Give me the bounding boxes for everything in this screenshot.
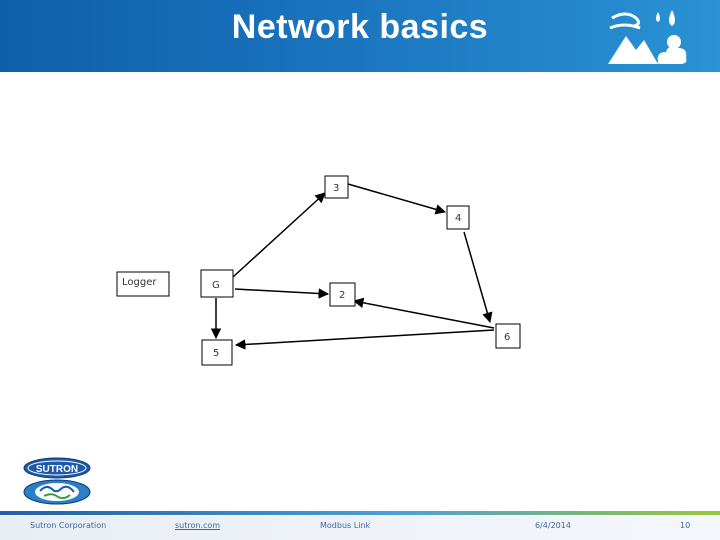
node-6-label: 6 [504, 332, 510, 343]
footer: Sutron Corporation sutron.com Modbus Lin… [0, 516, 720, 540]
edge-g-2 [234, 288, 330, 299]
node-5-label: 5 [213, 348, 219, 359]
edge-3-4 [347, 183, 447, 215]
footer-website-link[interactable]: sutron.com [175, 521, 221, 530]
node-4[interactable]: 4 [446, 205, 470, 230]
node-g-label: G [212, 280, 220, 291]
node-4-label: 4 [455, 213, 461, 224]
node-2[interactable]: 2 [329, 282, 356, 307]
edge-6-5 [234, 329, 495, 350]
footer-date: 6/4/2014 [535, 521, 571, 530]
node-logger[interactable]: Logger [116, 271, 170, 297]
node-3-label: 3 [333, 183, 339, 194]
slide-title: Network basics [231, 8, 489, 46]
sutron-logo-icon: SUTRON [23, 457, 91, 505]
node-g[interactable]: G [200, 269, 234, 298]
node-3[interactable]: 3 [324, 175, 349, 199]
node-6[interactable]: 6 [495, 323, 521, 349]
edge-6-2 [352, 297, 495, 329]
logo-text: SUTRON [36, 464, 78, 475]
footer-company: Sutron Corporation [30, 521, 107, 530]
weather-icon [608, 10, 687, 64]
title-bar: Network basics [0, 0, 720, 72]
edge-4-6 [463, 231, 493, 324]
footer-divider [0, 511, 720, 515]
node-5[interactable]: 5 [201, 339, 233, 366]
footer-page-number: 10 [680, 521, 691, 530]
edge-g-3 [232, 192, 326, 278]
node-logger-label: Logger [122, 277, 157, 288]
node-2-label: 2 [339, 290, 345, 301]
footer-topic: Modbus Link [320, 521, 371, 530]
